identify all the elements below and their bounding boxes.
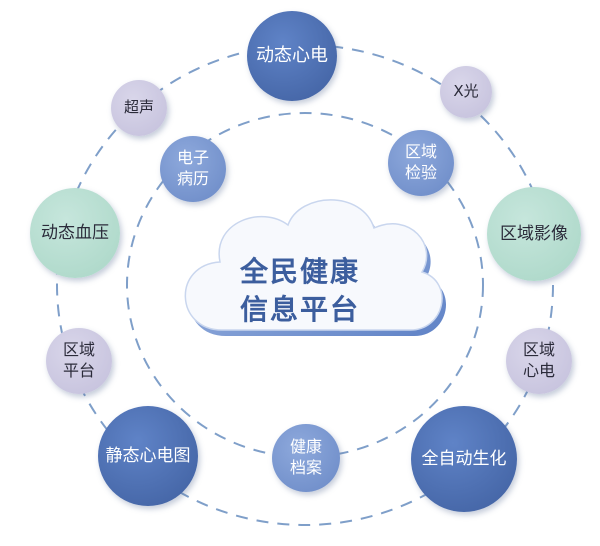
- center-title-line2: 信息平台: [239, 293, 360, 326]
- node-resting-ecg: 静态心电图: [98, 406, 198, 506]
- center-title-line1: 全民健康: [239, 255, 360, 288]
- node-emr-label: 电子 病历: [176, 148, 209, 188]
- node-health-record: 健康 档案: [272, 424, 340, 492]
- node-dynamic-ecg: 动态心电: [247, 11, 337, 101]
- outer-ring: [56, 44, 554, 526]
- node-auto-biochem-label: 全自动生化: [421, 448, 507, 469]
- node-regional-imaging: 区域影像: [487, 187, 581, 281]
- node-regional-lab: 区域 检验: [388, 130, 454, 196]
- node-ultrasound-label: 超声: [123, 98, 154, 117]
- node-regional-platform-label: 区域 平台: [62, 340, 95, 380]
- node-auto-biochem: 全自动生化: [411, 406, 517, 512]
- node-ultrasound: 超声: [111, 80, 167, 136]
- node-emr: 电子 病历: [160, 136, 226, 202]
- node-ambulatory-bp: 动态血压: [30, 188, 120, 278]
- node-ambulatory-bp-label: 动态血压: [41, 222, 109, 243]
- node-resting-ecg-label: 静态心电图: [105, 445, 191, 466]
- node-health-record-label: 健康 档案: [289, 437, 322, 477]
- node-dynamic-ecg-label: 动态心电: [256, 45, 328, 67]
- node-regional-imaging-label: 区域影像: [500, 223, 568, 244]
- node-xray-label: X光: [453, 82, 479, 101]
- node-regional-ecg-label: 区域 心电: [522, 340, 555, 380]
- node-regional-lab-label: 区域 检验: [404, 142, 437, 182]
- node-regional-platform: 区域 平台: [46, 328, 112, 394]
- node-regional-ecg: 区域 心电: [506, 328, 572, 394]
- node-xray: X光: [440, 66, 492, 118]
